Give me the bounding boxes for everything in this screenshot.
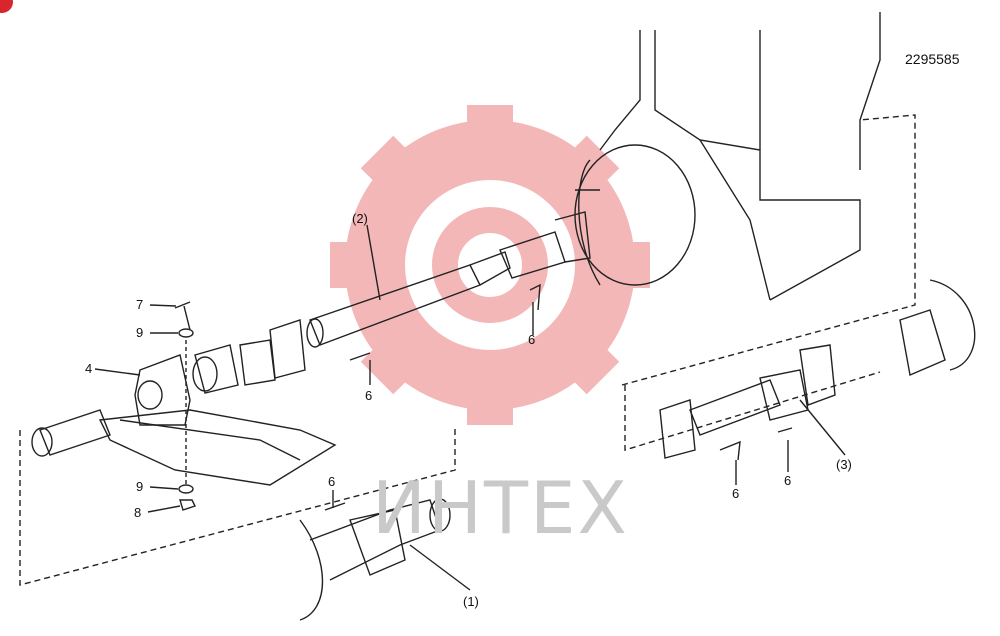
callout-2: (2) bbox=[352, 211, 368, 226]
callout-4: 4 bbox=[85, 361, 93, 376]
callout-6-center: 6 bbox=[365, 388, 373, 403]
callout-6-right-a: 6 bbox=[732, 486, 740, 501]
callout-1: (1) bbox=[463, 594, 479, 609]
callout-3: (3) bbox=[836, 457, 852, 472]
callout-6-upper: 6 bbox=[528, 332, 536, 347]
callout-6-lower: 6 bbox=[328, 474, 336, 489]
callout-6-right-b: 6 bbox=[784, 473, 792, 488]
callout-8: 8 bbox=[134, 505, 142, 520]
callout-9-upper: 9 bbox=[136, 325, 144, 340]
corner-badge bbox=[0, 0, 13, 13]
part-number: 2295585 bbox=[905, 51, 960, 67]
line-art bbox=[19, 12, 976, 621]
callout-9-lower: 9 bbox=[136, 479, 144, 494]
watermark-text: ИНТЕХ bbox=[372, 466, 629, 550]
watermark-gear-icon bbox=[330, 105, 650, 425]
callout-7: 7 bbox=[136, 297, 144, 312]
